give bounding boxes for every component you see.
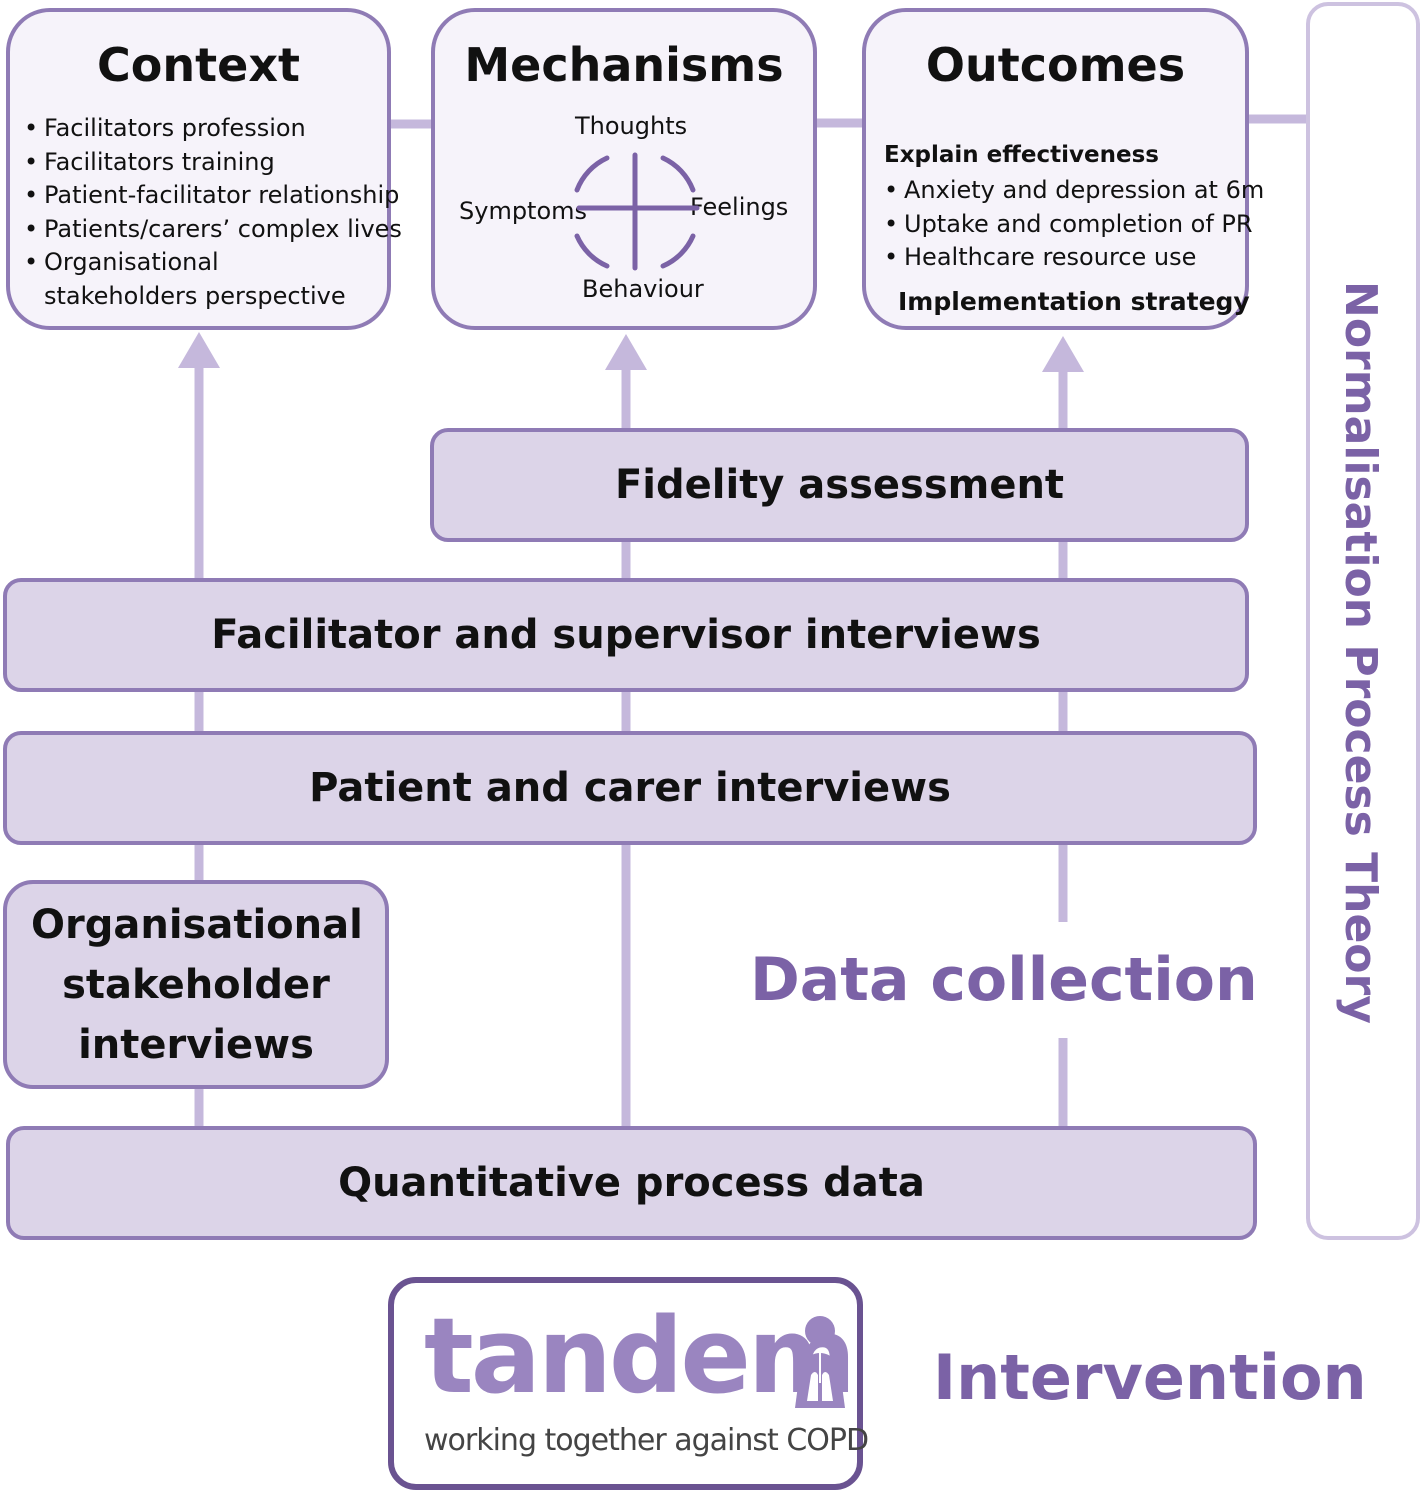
npt-bar: Normalisation Process Theory: [1306, 2, 1420, 1240]
list-item: Facilitators profession: [24, 112, 402, 146]
tandem-logo: tandem working together against COPD: [388, 1277, 869, 1490]
fidelity-assessment-band: Fidelity assessment: [430, 428, 1249, 542]
behaviour-label: Behaviour: [582, 275, 704, 303]
person-lungs-icon: [795, 1316, 845, 1408]
intervention-label: Intervention: [933, 1341, 1367, 1414]
list-item: Organisational stakeholders perspective: [24, 246, 374, 313]
context-box: Context Facilitators profession Facilita…: [6, 8, 402, 330]
patient-interviews-band: Patient and carer interviews: [3, 731, 1257, 845]
list-item: Uptake and completion of PR: [884, 208, 1264, 242]
tandem-wordmark: tandem: [424, 1295, 856, 1417]
explain-effectiveness-heading: Explain effectiveness: [884, 142, 1159, 168]
outcomes-box: Outcomes Explain effectiveness Anxiety a…: [862, 8, 1264, 330]
outcomes-title: Outcomes: [925, 38, 1186, 92]
tandem-tagline: working together against COPD: [424, 1423, 869, 1458]
cycle-icon: [574, 152, 700, 271]
mechanisms-up-arrowhead: [605, 334, 647, 370]
list-item: Healthcare resource use: [884, 241, 1264, 275]
organisational-interviews-label: Organisational stakeholder interviews: [31, 901, 363, 1068]
list-item-text: Organisational stakeholders perspective: [44, 248, 346, 310]
outcomes-list: Anxiety and depression at 6m Uptake and …: [884, 174, 1264, 275]
outcomes-up-arrowhead: [1042, 336, 1084, 372]
data-collection-label: Data collection: [750, 945, 1258, 1015]
implementation-strategy-heading: Implementation strategy: [898, 287, 1250, 316]
facilitator-interviews-band: Facilitator and supervisor interviews: [3, 578, 1249, 692]
context-up-arrowhead: [178, 332, 220, 368]
mechanisms-box: Mechanisms Thoughts Symptoms Feelings Be…: [431, 8, 817, 330]
npt-label: Normalisation Process Theory: [1335, 281, 1386, 1024]
list-item: Anxiety and depression at 6m: [884, 174, 1264, 208]
list-item: Patient-facilitator relationship: [24, 179, 402, 213]
context-list: Facilitators profession Facilitators tra…: [24, 112, 402, 313]
organisational-interviews-band: Organisational stakeholder interviews: [3, 880, 389, 1089]
context-title: Context: [97, 38, 300, 92]
quantitative-data-band: Quantitative process data: [6, 1126, 1257, 1240]
list-item: Patients/carers’ complex lives: [24, 213, 402, 247]
symptoms-label: Symptoms: [459, 197, 588, 225]
thoughts-label: Thoughts: [575, 112, 688, 140]
feelings-label: Feelings: [690, 193, 789, 221]
list-item: Facilitators training: [24, 146, 402, 180]
mechanisms-title: Mechanisms: [464, 38, 784, 92]
